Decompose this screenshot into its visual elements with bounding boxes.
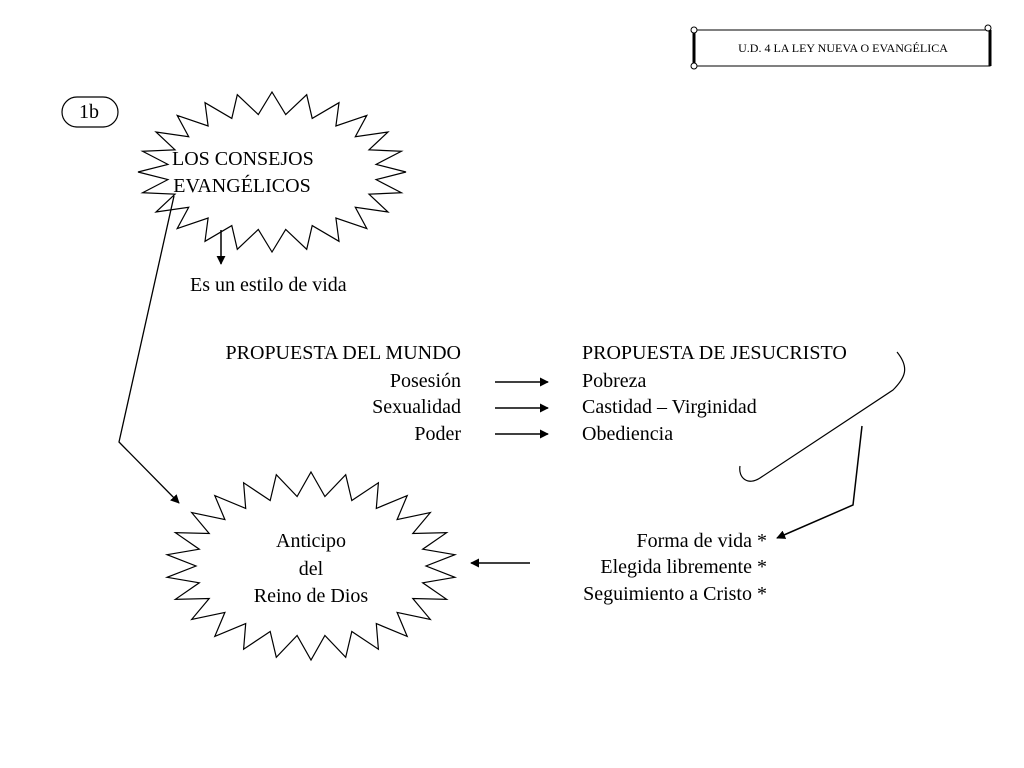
reino-line-1: Anticipo: [276, 530, 346, 552]
consejos-starburst: [137, 90, 407, 254]
header-banner: [690, 24, 992, 70]
jesus-hook-curve: [739, 351, 906, 482]
reino-starburst: [164, 470, 458, 662]
consejos-to-reino-arrow: [118, 195, 180, 504]
consejos-line-1: LOS CONSEJOS: [172, 148, 314, 170]
reino-line-3: Reino de Dios: [253, 585, 369, 607]
jesus-item-obediencia: Obediencia: [582, 423, 674, 445]
consejos-line-2: EVANGÉLICOS: [173, 175, 311, 197]
tag-frame: [61, 96, 119, 128]
tag-label: 1b: [79, 101, 99, 123]
life-item-forma: Forma de vida *: [636, 530, 767, 552]
jesus-to-life-arrow: [776, 425, 863, 539]
world-heading: PROPUESTA DEL MUNDO: [225, 342, 461, 364]
world-item-sexualidad: Sexualidad: [372, 396, 461, 418]
subtitle: Es un estilo de vida: [190, 274, 347, 296]
jesus-heading: PROPUESTA DE JESUCRISTO: [582, 342, 847, 364]
jesus-item-pobreza: Pobreza: [582, 370, 647, 392]
world-item-posesion: Posesión: [389, 370, 461, 392]
world-item-poder: Poder: [414, 423, 461, 445]
life-item-elegida: Elegida libremente *: [600, 556, 767, 578]
reino-line-2: del: [298, 558, 324, 580]
life-item-seguimiento: Seguimiento a Cristo *: [583, 583, 767, 605]
unit-title: U.D. 4 LA LEY NUEVA O EVANGÉLICA: [738, 41, 948, 55]
jesus-item-castidad: Castidad – Virginidad: [582, 396, 757, 418]
